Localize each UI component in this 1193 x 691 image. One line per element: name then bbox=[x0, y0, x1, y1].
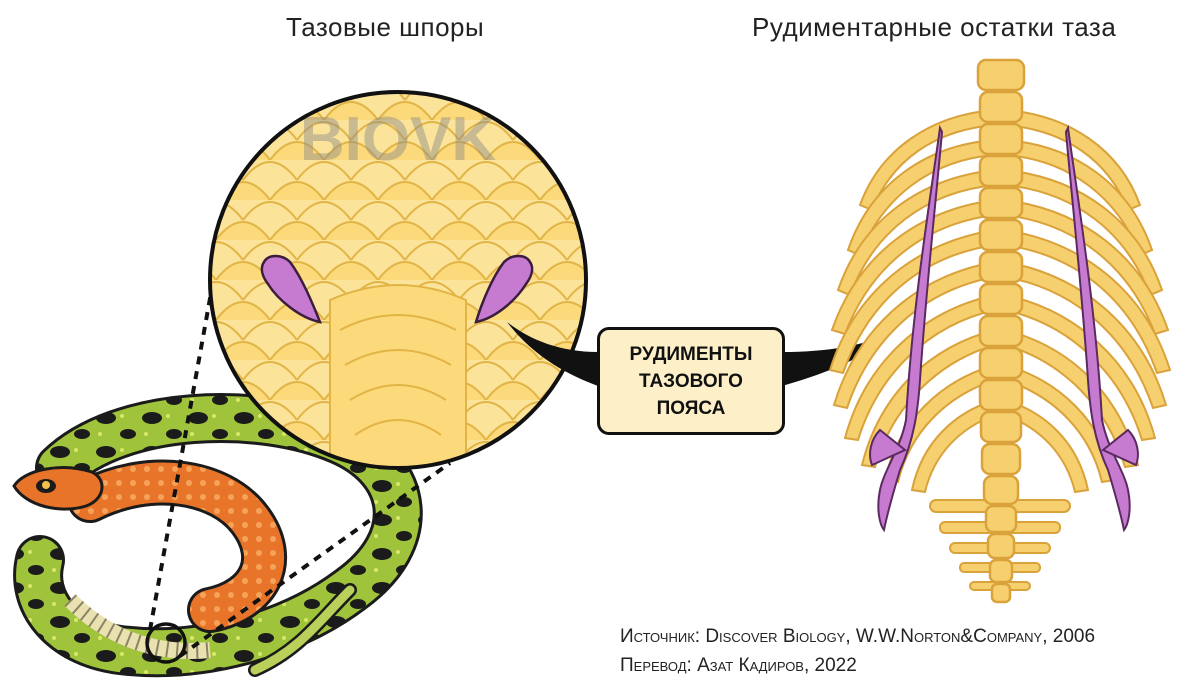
source-credit: Источник: Discover Biology, W.W.Norton&C… bbox=[620, 626, 1095, 648]
callout-line-3: ПОЯСА bbox=[657, 395, 726, 422]
snake-eye bbox=[42, 481, 50, 489]
callout-line-1: РУДИМЕНТЫ bbox=[630, 341, 753, 368]
zoom-line-left bbox=[150, 282, 213, 630]
spine bbox=[978, 60, 1024, 602]
watermark-text: BIOVK bbox=[300, 105, 497, 174]
callout-box: РУДИМЕНТЫ ТАЗОВОГО ПОЯСА bbox=[597, 327, 785, 435]
skeleton-illustration bbox=[830, 60, 1170, 602]
title-vestigial-pelvis: Рудиментарные остатки таза bbox=[752, 12, 1116, 43]
snake-head bbox=[14, 468, 102, 509]
title-pelvic-spurs: Тазовые шпоры bbox=[286, 12, 484, 43]
callout-line-2: ТАЗОВОГО bbox=[639, 368, 743, 395]
translation-credit: Перевод: Азат Кадиров, 2022 bbox=[620, 655, 857, 677]
